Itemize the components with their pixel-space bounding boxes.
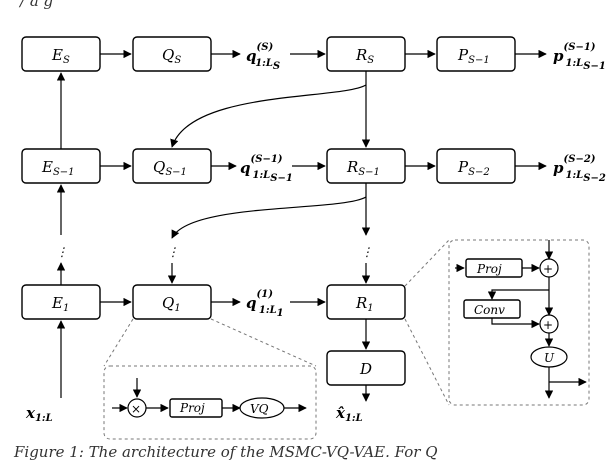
residual-box-s-1: RS−1 (326, 148, 406, 184)
arrow-rs-to-qs1 (170, 84, 367, 148)
svg-text:Conv: Conv (474, 303, 505, 317)
svg-text:RS−1: RS−1 (346, 158, 380, 178)
encoder-box-1: E1 (21, 284, 101, 320)
signal-p-s-2: p(S−2)1:LS−2 (553, 154, 606, 184)
signal-q-s-1: q(S−1)1:LS−1 (240, 154, 293, 184)
svg-text:U: U (544, 351, 555, 365)
svg-text:E1: E1 (51, 294, 69, 314)
svg-text:PS−2: PS−2 (457, 158, 490, 178)
predictor-box-s-2: PS−2 (436, 148, 516, 184)
arrow-rs1-to-q-dots (171, 196, 367, 239)
encoder-box-s: ES (21, 36, 101, 72)
figure-caption-fragment: Figure 1: The architecture of the MSMC-V… (13, 443, 438, 460)
encoder-box-s-1: ES−1 (21, 148, 101, 184)
ellipsis-encoder: ⋮ (56, 245, 68, 259)
predictor-box-s-1: PS−1 (436, 36, 516, 72)
quantizer-detail-inset: × Proj VQ (103, 318, 317, 440)
signal-x-input: x1:L (25, 404, 53, 424)
svg-text:D: D (359, 360, 372, 378)
svg-text:+: + (543, 318, 553, 332)
svg-text:R1: R1 (355, 294, 374, 314)
residual-detail-inset: Proj + Conv + U (404, 239, 590, 406)
svg-text:ES−1: ES−1 (41, 158, 75, 178)
decoder-box: D (326, 350, 406, 386)
svg-text:QS: QS (162, 46, 181, 66)
svg-text:ES: ES (51, 46, 70, 66)
svg-text:QS−1: QS−1 (153, 158, 187, 178)
ellipsis-quantizer: ⋮ (167, 245, 179, 259)
svg-text:+: + (543, 262, 553, 276)
signal-x-hat-output: x̂1:L (335, 404, 363, 424)
quantizer-box-s-1: QS−1 (132, 148, 212, 184)
quantizer-box-1: Q1 (132, 284, 212, 320)
svg-text:Proj: Proj (476, 262, 502, 276)
signal-q-s: q(S)1:LS (246, 42, 280, 72)
quantizer-box-s: QS (132, 36, 212, 72)
svg-text:VQ: VQ (250, 402, 269, 416)
ellipsis-residual: ⋮ (361, 245, 373, 259)
svg-text:PS−1: PS−1 (457, 46, 490, 66)
svg-text:Q1: Q1 (162, 294, 181, 314)
residual-box-s: RS (326, 36, 406, 72)
svg-text:RS: RS (355, 46, 374, 66)
signal-q-1: q(1)1:L1 (246, 289, 284, 319)
signal-p-s-1: p(S−1)1:LS−1 (553, 42, 606, 72)
svg-text:Proj: Proj (179, 401, 205, 415)
multiply-symbol: × (131, 402, 141, 416)
residual-box-1: R1 (326, 284, 406, 320)
top-text-fragment: / a g (18, 0, 53, 10)
